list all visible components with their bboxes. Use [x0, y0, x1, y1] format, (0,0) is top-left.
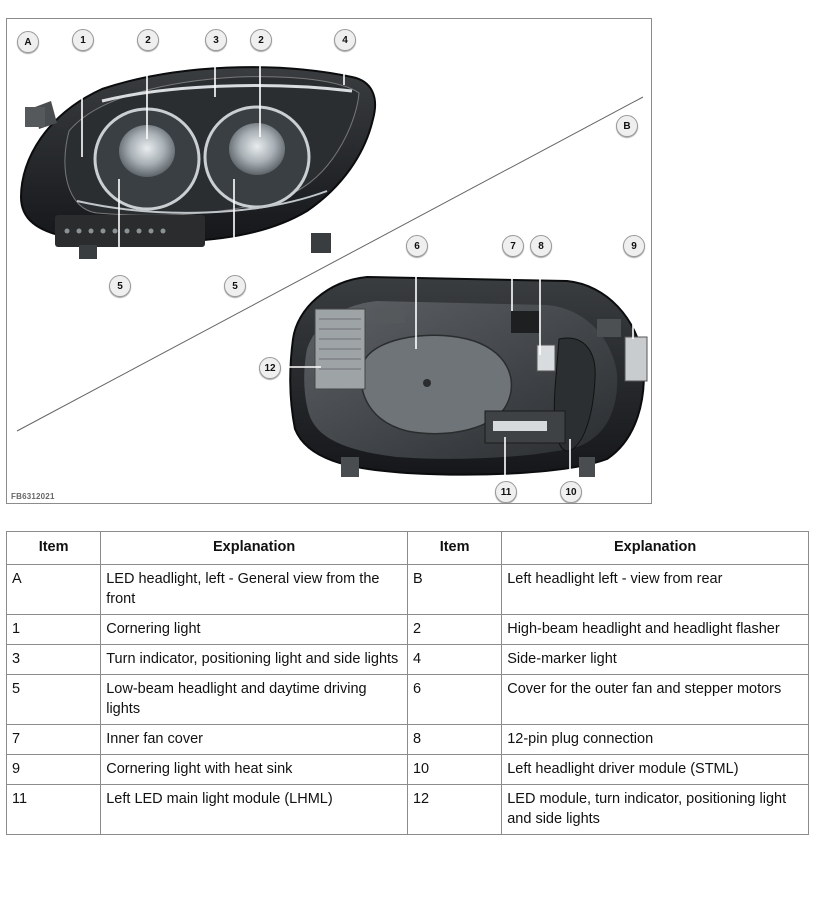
callout-4: 4	[334, 29, 356, 51]
item-cell: A	[5, 564, 102, 615]
item-cell: 9	[5, 754, 102, 785]
header-item: Item	[5, 531, 102, 565]
explanation-cell: Turn indicator, positioning light and si…	[100, 644, 408, 675]
table-row: A LED headlight, left - General view fro…	[5, 564, 809, 615]
table-row: 1 Cornering light 2 High-beam headlight …	[5, 614, 809, 645]
leader-lines	[81, 47, 634, 487]
callout-3: 3	[205, 29, 227, 51]
explanation-cell: High-beam headlight and headlight flashe…	[501, 614, 809, 645]
table-row: 11 Left LED main light module (LHML) 12 …	[5, 784, 809, 835]
callout-7: 7	[502, 235, 524, 257]
item-cell: 4	[406, 644, 503, 675]
callout-5b: 5	[224, 275, 246, 297]
table-row: 7 Inner fan cover 8 12-pin plug connecti…	[5, 724, 809, 755]
headlight-illustration	[16, 47, 648, 487]
table-header-row: Item Explanation Item Explanation	[5, 531, 809, 565]
callout-2b: 2	[250, 29, 272, 51]
explanation-cell: Left headlight left - view from rear	[501, 564, 809, 615]
explanation-cell: Low-beam headlight and daytime driving l…	[100, 674, 408, 725]
callout-10: 10	[560, 481, 582, 503]
item-cell: B	[406, 564, 503, 615]
callout-6: 6	[406, 235, 428, 257]
item-cell: 8	[406, 724, 503, 755]
explanation-cell: Side-marker light	[501, 644, 809, 675]
item-cell: 11	[5, 784, 102, 835]
explanation-cell: LED module, turn indicator, positioning …	[501, 784, 809, 835]
callout-1: 1	[72, 29, 94, 51]
header-explanation: Explanation	[501, 531, 809, 565]
callout-5: 5	[109, 275, 131, 297]
legend-table: Item Explanation Item Explanation A LED …	[5, 531, 809, 835]
figure-code: FB6312021	[11, 492, 55, 501]
table-row: 9 Cornering light with heat sink 10 Left…	[5, 754, 809, 785]
explanation-cell: LED headlight, left - General view from …	[100, 564, 408, 615]
item-cell: 5	[5, 674, 102, 725]
view-label-a: A	[17, 31, 39, 53]
item-cell: 3	[5, 644, 102, 675]
table-row: 5 Low-beam headlight and daytime driving…	[5, 674, 809, 725]
header-explanation: Explanation	[100, 531, 408, 565]
table-row: 3 Turn indicator, positioning light and …	[5, 644, 809, 675]
explanation-cell: 12-pin plug connection	[501, 724, 809, 755]
explanation-cell: Inner fan cover	[100, 724, 408, 755]
explanation-cell: Cornering light with heat sink	[100, 754, 408, 785]
explanation-cell: Left LED main light module (LHML)	[100, 784, 408, 835]
header-item: Item	[406, 531, 503, 565]
item-cell: 6	[406, 674, 503, 725]
headlight-figure: A B 1 2 3 2 4 5 5 6 7 8 9 12 11 10 FB631…	[6, 18, 652, 504]
callout-8: 8	[530, 235, 552, 257]
item-cell: 1	[5, 614, 102, 645]
explanation-cell: Cornering light	[100, 614, 408, 645]
rear-headlight	[289, 275, 648, 477]
item-cell: 12	[406, 784, 503, 835]
view-divider	[16, 96, 644, 432]
view-label-b: B	[616, 115, 638, 137]
item-cell: 10	[406, 754, 503, 785]
callout-11: 11	[495, 481, 517, 503]
item-cell: 2	[406, 614, 503, 645]
callout-9: 9	[623, 235, 645, 257]
callout-2: 2	[137, 29, 159, 51]
explanation-cell: Left headlight driver module (STML)	[501, 754, 809, 785]
callout-12: 12	[259, 357, 281, 379]
explanation-cell: Cover for the outer fan and stepper moto…	[501, 674, 809, 725]
item-cell: 7	[5, 724, 102, 755]
front-headlight	[19, 66, 377, 259]
